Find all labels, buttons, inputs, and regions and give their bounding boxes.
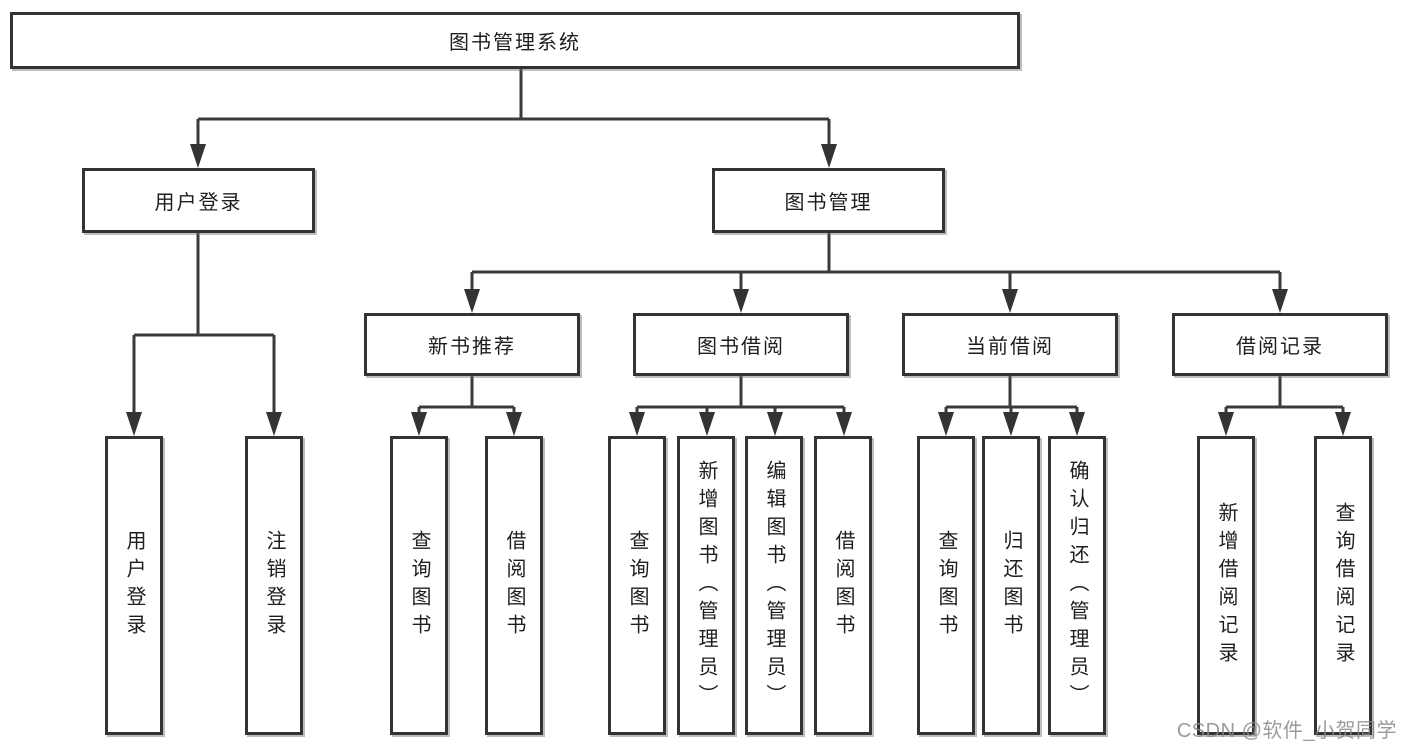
leaf-label: 注销登录 bbox=[263, 529, 285, 642]
leaf-query-books: 查询图书 bbox=[390, 436, 448, 735]
leaf-borrow-books: 借阅图书 bbox=[814, 436, 872, 735]
leaf-label: 新增图书（管理员） bbox=[695, 459, 717, 712]
leaf-label: 用户登录 bbox=[123, 529, 145, 642]
leaf-borrow-books: 借阅图书 bbox=[485, 436, 543, 735]
node-borrowing-records: 借阅记录 bbox=[1172, 313, 1388, 376]
edge-recommend-to-leaves bbox=[417, 376, 516, 418]
node-user-login-branch: 用户登录 bbox=[82, 168, 315, 233]
leaf-add-books-admin: 新增图书（管理员） bbox=[677, 436, 735, 735]
edge-login-to-leaves bbox=[132, 233, 276, 418]
node-book-borrowing: 图书借阅 bbox=[633, 313, 849, 376]
edge-root-to-level2 bbox=[196, 68, 831, 150]
arrowhead-icon bbox=[1069, 412, 1085, 436]
arrowhead-icon bbox=[506, 412, 522, 436]
edge-records-to-leaves bbox=[1224, 376, 1345, 418]
leaf-add-borrow-record: 新增借阅记录 bbox=[1197, 436, 1255, 735]
leaf-label: 查询借阅记录 bbox=[1332, 501, 1354, 670]
leaf-edit-books-admin: 编辑图书（管理员） bbox=[745, 436, 803, 735]
arrowhead-icons bbox=[126, 144, 1351, 436]
leaf-query-books: 查询图书 bbox=[608, 436, 666, 735]
leaf-confirm-return-admin: 确认归还（管理员） bbox=[1048, 436, 1106, 735]
node-book-management-branch: 图书管理 bbox=[712, 168, 945, 233]
arrowhead-icon bbox=[1218, 412, 1234, 436]
arrowhead-icon bbox=[266, 412, 282, 436]
connector-edges bbox=[132, 68, 1345, 418]
leaf-label: 确认归还（管理员） bbox=[1066, 459, 1088, 712]
arrowhead-icon bbox=[464, 289, 480, 313]
arrowhead-icon bbox=[190, 144, 206, 168]
leaf-query-books: 查询图书 bbox=[917, 436, 975, 735]
arrowhead-icon bbox=[411, 412, 427, 436]
leaf-label: 借阅图书 bbox=[832, 529, 854, 642]
arrowhead-icon bbox=[126, 412, 142, 436]
arrowhead-icon bbox=[821, 144, 837, 168]
leaf-label: 借阅图书 bbox=[503, 529, 525, 642]
arrowhead-icon bbox=[836, 412, 852, 436]
node-new-book-recommendation: 新书推荐 bbox=[364, 313, 580, 376]
leaf-user-login: 用户登录 bbox=[105, 436, 163, 735]
arrowhead-icon bbox=[938, 412, 954, 436]
leaf-label: 编辑图书（管理员） bbox=[763, 459, 785, 712]
edge-borrow-to-leaves bbox=[635, 376, 846, 418]
arrowhead-icon bbox=[629, 412, 645, 436]
leaf-label: 新增借阅记录 bbox=[1215, 501, 1237, 670]
edge-mgmt-to-level3 bbox=[470, 233, 1282, 294]
arrowhead-icon bbox=[1003, 412, 1019, 436]
edge-current-to-leaves bbox=[944, 376, 1079, 418]
arrowhead-icon bbox=[733, 289, 749, 313]
leaf-label: 归还图书 bbox=[1000, 529, 1022, 642]
leaf-logout: 注销登录 bbox=[245, 436, 303, 735]
arrowhead-icon bbox=[767, 412, 783, 436]
leaf-label: 查询图书 bbox=[626, 529, 648, 642]
csdn-watermark: CSDN @软件_小贺同学 bbox=[1176, 720, 1397, 742]
leaf-query-borrow-record: 查询借阅记录 bbox=[1314, 436, 1372, 735]
arrowhead-icon bbox=[1272, 289, 1288, 313]
arrowhead-icon bbox=[1335, 412, 1351, 436]
leaf-return-books: 归还图书 bbox=[982, 436, 1040, 735]
node-current-borrowing: 当前借阅 bbox=[902, 313, 1118, 376]
node-library-management-system: 图书管理系统 bbox=[10, 12, 1020, 69]
arrowhead-icon bbox=[699, 412, 715, 436]
arrowhead-icon bbox=[1002, 289, 1018, 313]
leaf-label: 查询图书 bbox=[408, 529, 430, 642]
leaf-label: 查询图书 bbox=[935, 529, 957, 642]
